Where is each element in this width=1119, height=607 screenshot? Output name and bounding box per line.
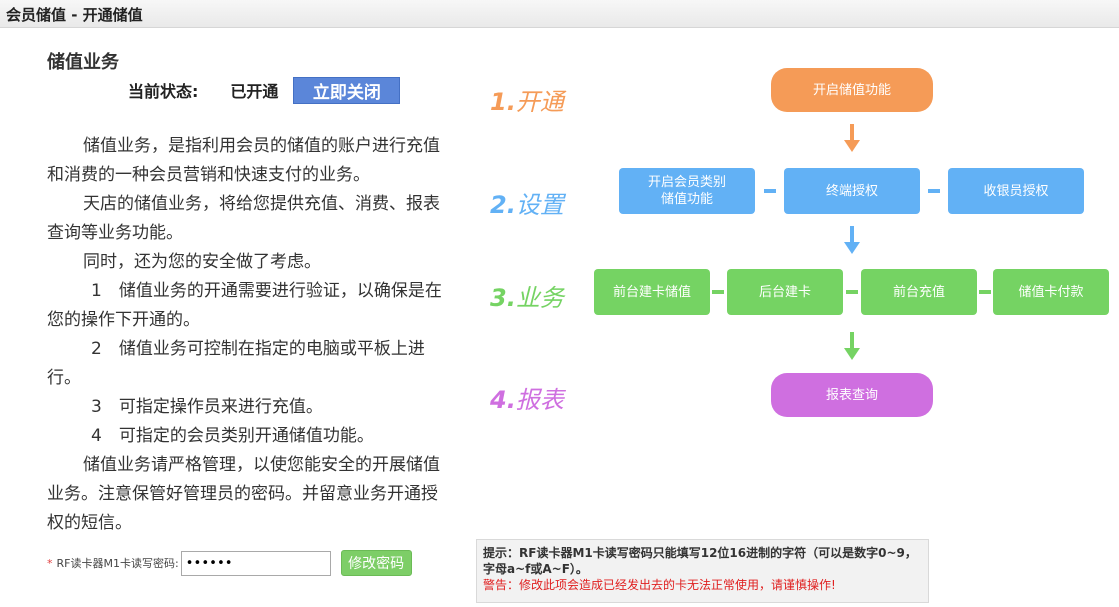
status-label: 当前状态:: [128, 82, 199, 101]
required-mark: *: [47, 556, 53, 570]
desc-item-1: 1 储值业务的开通需要进行验证，以确保是在您的操作下开通的。: [47, 281, 442, 330]
node-back-create-card: 后台建卡: [727, 269, 843, 315]
connector-dash: [846, 290, 858, 294]
arrow-down-icon: [844, 226, 860, 254]
arrow-down-icon: [844, 332, 860, 360]
step-4-label: 4.报表: [490, 386, 564, 414]
step-1-label: 1.开通: [490, 88, 564, 116]
step-2-label: 2.设置: [490, 191, 564, 219]
node-front-create-card: 前台建卡储值: [594, 269, 710, 315]
desc-item-3: 3 可指定操作员来进行充值。: [91, 397, 323, 417]
section-title: 储值业务: [47, 52, 119, 73]
desc-paragraph-4: 储值业务请严格管理，以使您能安全的开展储值业务。注意保管好管理员的密码。并留意业…: [47, 455, 440, 533]
node-open-storage: 开启储值功能: [771, 68, 933, 112]
status-value: 已开通: [230, 82, 279, 101]
step-3-label: 3.业务: [490, 284, 564, 312]
change-password-button[interactable]: 修改密码: [340, 550, 412, 576]
desc-item-2: 2 储值业务可控制在指定的电脑或平板上进行。: [47, 339, 425, 388]
node-card-payment: 储值卡付款: [993, 269, 1109, 315]
description: 储值业务，是指利用会员的储值的账户进行充值和消费的一种会员营销和快速支付的业务。…: [47, 132, 451, 538]
node-member-category-storage: 开启会员类别 储值功能: [619, 168, 755, 214]
password-label: RF读卡器M1卡读写密码:: [56, 557, 179, 570]
desc-paragraph-3: 同时，还为您的安全做了考虑。: [83, 252, 321, 272]
connector-dash: [764, 189, 776, 193]
desc-paragraph-1: 储值业务，是指利用会员的储值的账户进行充值和消费的一种会员营销和快速支付的业务。: [47, 136, 440, 185]
warning-text: 警告：修改此项会造成已经发出去的卡无法正常使用，请谨慎操作!: [483, 578, 836, 592]
status-row: 当前状态: 已开通 立即关闭: [128, 76, 401, 104]
connector-dash: [928, 189, 940, 193]
close-now-button[interactable]: 立即关闭: [293, 76, 401, 104]
window-title: 会员储值 - 开通储值: [0, 0, 1119, 28]
hint-box: 提示：RF读卡器M1卡读写密码只能填写12位16进制的字符（可以是数字0~9，字…: [476, 539, 929, 603]
node-cashier-auth: 收银员授权: [948, 168, 1084, 214]
password-field[interactable]: [180, 550, 331, 576]
desc-item-4: 4 可指定的会员类别开通储值功能。: [91, 426, 374, 446]
node-report-query: 报表查询: [771, 373, 933, 417]
arrow-down-icon: [844, 124, 860, 152]
connector-dash: [979, 290, 991, 294]
node-front-recharge: 前台充值: [861, 269, 977, 315]
connector-dash: [712, 290, 724, 294]
node-terminal-auth: 终端授权: [784, 168, 920, 214]
hint-text: 提示：RF读卡器M1卡读写密码只能填写12位16进制的字符（可以是数字0~9，字…: [483, 546, 917, 576]
password-row: * RF读卡器M1卡读写密码: 修改密码: [47, 550, 412, 576]
desc-paragraph-2: 天店的储值业务，将给您提供充值、消费、报表查询等业务功能。: [47, 194, 440, 243]
